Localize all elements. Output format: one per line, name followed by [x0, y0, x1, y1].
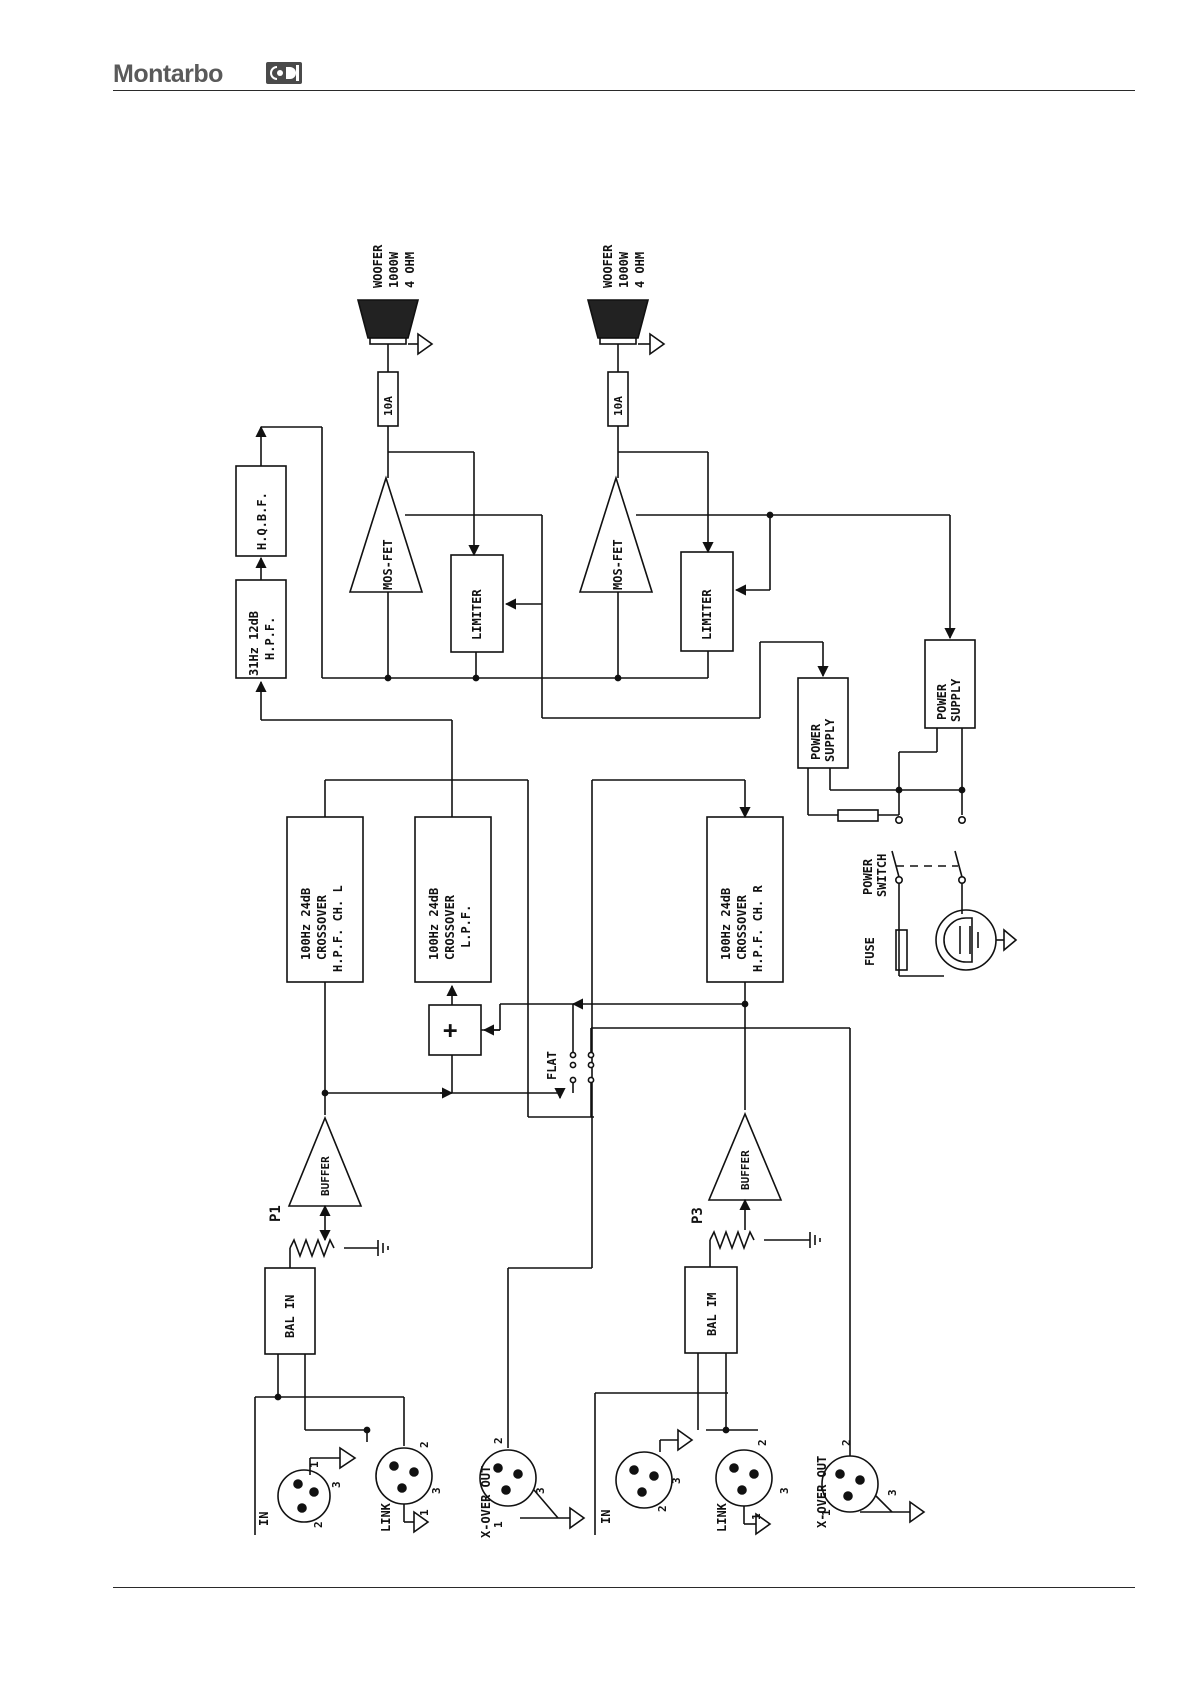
bal-in-l: [264, 1267, 316, 1355]
power-switch-label-1: POWER: [861, 858, 875, 895]
link-r-label: LINK: [715, 1502, 729, 1532]
pot-p1-icon: [289, 1237, 335, 1259]
pot-p3-icon: [709, 1229, 755, 1251]
ground-icon: [408, 332, 434, 356]
link-l-label: LINK: [379, 1502, 393, 1532]
lpf-label-1: 100Hz 24dB: [427, 888, 441, 960]
buffer-l-label: BUFFER: [319, 1156, 332, 1196]
pin-label: 3: [670, 1477, 683, 1484]
xover-out-l-label: X-OVER OUT: [479, 1466, 493, 1538]
woofer-r-label-1: WOOFER: [601, 244, 615, 288]
hpf31-label-1: 31Hz 12dB: [247, 611, 261, 676]
pin-label: 1: [820, 1509, 833, 1516]
pin-label: 3: [430, 1487, 443, 1494]
pin-label: 1: [308, 1461, 321, 1468]
psu-fuse: [837, 809, 879, 822]
xlr-link-l-icon: [375, 1447, 433, 1534]
pin-label: 3: [778, 1487, 791, 1494]
flat-label: FLAT: [545, 1051, 559, 1080]
bal-in-l-label: BAL IN: [283, 1295, 297, 1338]
buffer-r-label: BUFFER: [739, 1150, 752, 1190]
main-fuse: [895, 929, 908, 971]
fuse-l-label: 10A: [382, 396, 395, 416]
pin-label: 3: [330, 1481, 343, 1488]
hqbf-label: H.Q.B.F.: [255, 492, 269, 550]
xlr-in-l-icon: [277, 1446, 357, 1523]
xlr-xover-r-icon: [821, 1440, 926, 1524]
pot-p1-label: P1: [268, 1205, 284, 1222]
in-l-label: IN: [257, 1512, 271, 1526]
mosfet-l-icon: [348, 475, 424, 593]
pin-label: 2: [312, 1521, 325, 1528]
pin-label: 2: [492, 1437, 505, 1444]
hpf-31hz: [235, 579, 287, 679]
xover-l-label-3: H.P.F. CH. L: [331, 885, 345, 972]
brand-name: Montarbo: [113, 60, 223, 88]
pin-label: 1: [492, 1521, 505, 1528]
xover-l-label-1: 100Hz 24dB: [299, 888, 313, 960]
psu2-label-1: POWER: [935, 683, 949, 720]
psu2-label-2: SUPPLY: [949, 678, 963, 722]
hpf31-label-2: H.P.F.: [263, 617, 277, 660]
xover-r-label-3: H.P.F. CH. R: [751, 885, 765, 972]
pin-label: 2: [756, 1439, 769, 1446]
bal-in-r-label: BAL IM: [705, 1293, 719, 1336]
ground-icon: [638, 332, 666, 356]
crossover-lpf: [414, 816, 492, 983]
brand-logo-icon: [266, 62, 302, 84]
pin-label: 2: [418, 1441, 431, 1448]
pot-p3-label: P3: [690, 1207, 706, 1224]
mains-socket-icon: [935, 909, 1018, 971]
power-switch-label-2: SWITCH: [875, 854, 889, 897]
xlr-in-r-icon: [615, 1428, 694, 1509]
pin-label: 1: [750, 1513, 763, 1520]
limiter-r-label: LIMITER: [700, 589, 714, 640]
lpf-label-2: CROSSOVER: [443, 894, 457, 960]
woofer-l-label-2: 1000W: [387, 251, 401, 288]
lpf-label-3: L.P.F.: [459, 905, 473, 948]
woofer-r-label-3: 4 OHM: [633, 252, 647, 288]
power-supply-1: [797, 677, 849, 769]
mosfet-r-icon: [578, 475, 654, 593]
mosfet-r-label: MOS-FET: [611, 539, 625, 590]
xlr-link-r-icon: [715, 1449, 773, 1536]
woofer-l-label-1: WOOFER: [371, 244, 385, 288]
pin-label: 3: [534, 1487, 547, 1494]
xover-out-r-label: X-OVER OUT: [815, 1456, 829, 1528]
xlr-xover-l-icon: [479, 1430, 586, 1530]
power-switch-icon: [891, 815, 966, 884]
mosfet-l-label: MOS-FET: [381, 539, 395, 590]
fuse-r-label: 10A: [612, 396, 625, 416]
woofer-r-label-2: 1000W: [617, 251, 631, 288]
limiter-l: [450, 554, 504, 653]
main-fuse-label: FUSE: [863, 937, 877, 966]
limiter-l-label: LIMITER: [470, 589, 484, 640]
xover-r-label-2: CROSSOVER: [735, 894, 749, 960]
pin-label: 1: [418, 1509, 431, 1516]
psu1-label-2: SUPPLY: [823, 718, 837, 762]
xover-l-label-2: CROSSOVER: [315, 894, 329, 960]
sum-label: +: [443, 1016, 457, 1044]
footer-rule: [113, 1587, 1135, 1588]
woofer-r-icon: [586, 299, 650, 372]
pin-label: 2: [840, 1439, 853, 1446]
pin-label: 3: [886, 1489, 899, 1496]
header-rule: [113, 90, 1135, 91]
pin-label: 2: [656, 1505, 669, 1512]
woofer-l-icon: [356, 299, 420, 372]
bal-in-r: [684, 1266, 738, 1354]
limiter-r: [680, 551, 734, 652]
page-header: Montarbo: [113, 54, 1135, 92]
psu1-label-1: POWER: [809, 723, 823, 760]
woofer-l-label-3: 4 OHM: [403, 252, 417, 288]
labels: WOOFER 1000W 4 OHM 10A MOS-FET LIMITER 3…: [247, 244, 963, 1538]
xover-r-label-1: 100Hz 24dB: [719, 888, 733, 960]
power-supply-2: [924, 639, 976, 729]
in-r-label: IN: [599, 1510, 613, 1524]
